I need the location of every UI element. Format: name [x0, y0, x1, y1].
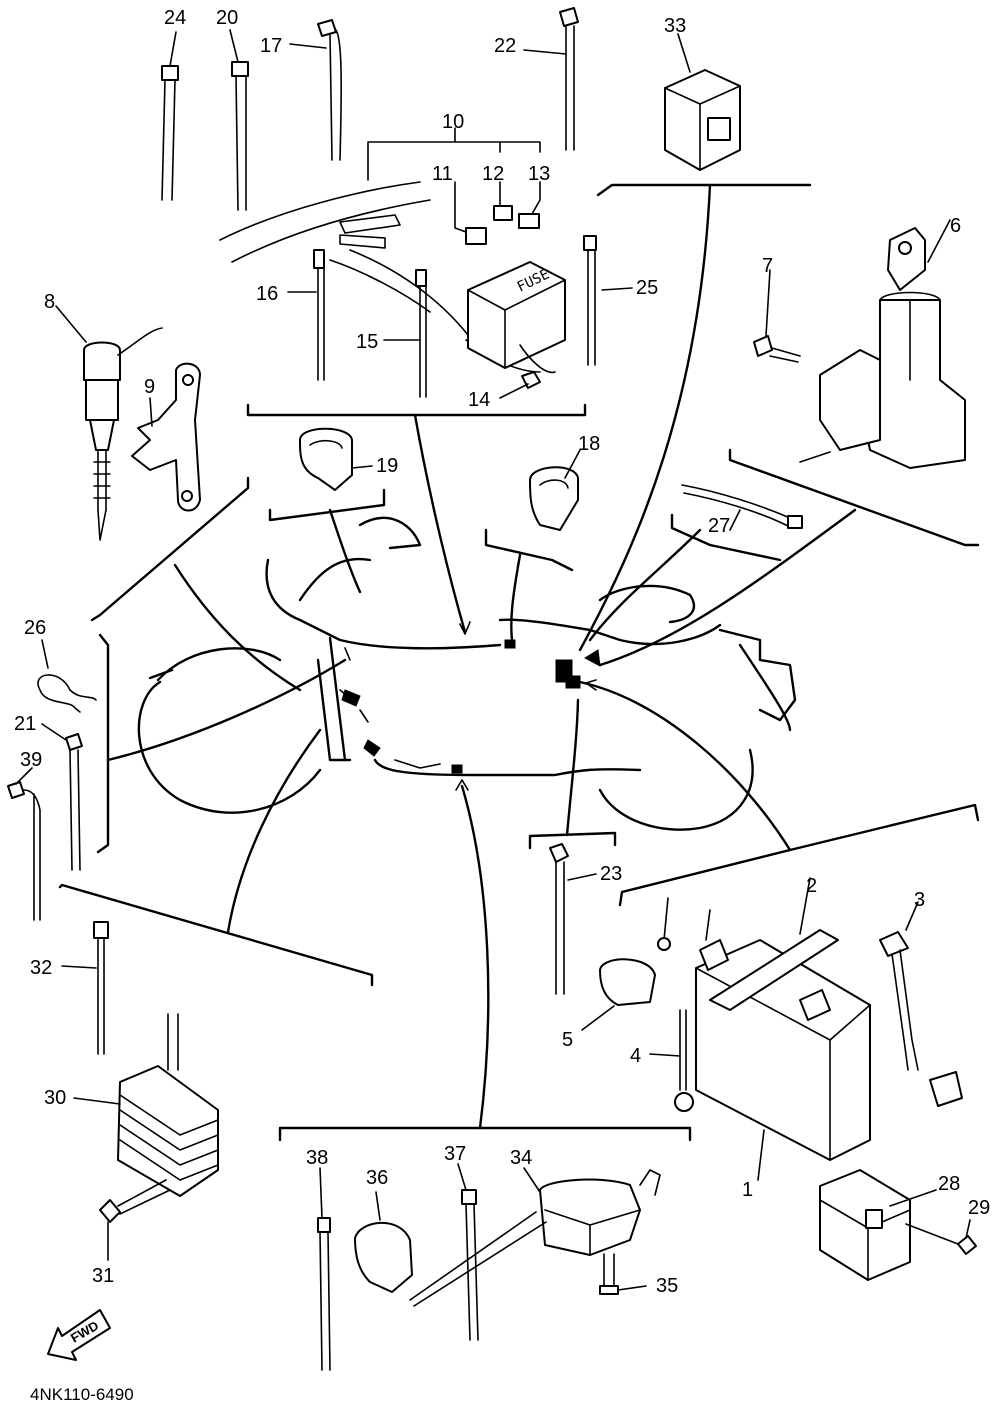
starter-relay-28: [819, 1169, 977, 1281]
forward-direction-arrow: FWD: [47, 1309, 111, 1361]
part-number: 18: [578, 433, 600, 455]
part-number: 23: [600, 863, 622, 885]
diagram-code: 4NK110-6490: [30, 1385, 134, 1404]
part-number: 14: [468, 389, 490, 411]
part-number: 35: [656, 1275, 678, 1297]
part-number: 6: [950, 215, 961, 237]
motorcycle-outline: [137, 516, 797, 831]
part-number: 8: [44, 291, 55, 313]
part-number: 27: [708, 515, 730, 537]
part-number: 38: [306, 1147, 328, 1169]
part-number: 37: [444, 1143, 466, 1165]
part-number: 21: [14, 713, 36, 735]
part-number: 10: [442, 111, 464, 133]
relay-33: [664, 33, 741, 171]
tie-23: [549, 843, 597, 995]
part-number: 33: [664, 15, 686, 37]
part-number: 28: [938, 1173, 960, 1195]
part-number: 7: [762, 255, 773, 277]
part-number: 9: [144, 376, 155, 398]
bottom-parts-group: [317, 1163, 661, 1371]
part-number: 2: [806, 875, 817, 897]
part-number: 34: [510, 1147, 532, 1169]
part-number: 12: [482, 163, 504, 185]
main-switch-6: [753, 219, 966, 469]
group-brackets: [58, 183, 980, 1142]
part-number: 5: [562, 1029, 573, 1051]
part-number: 29: [968, 1197, 990, 1219]
part-number: 25: [636, 277, 658, 299]
part-number: 30: [44, 1087, 66, 1109]
part-number: 22: [494, 35, 516, 57]
part-number: 36: [366, 1167, 388, 1189]
part-number: 26: [24, 617, 46, 639]
clips-26-21-39: [7, 639, 97, 921]
part-number: 4: [630, 1045, 641, 1067]
part-number: 31: [92, 1265, 114, 1287]
switch-8-bracket-9: [55, 305, 201, 541]
part-number: 19: [376, 455, 398, 477]
part-number: 15: [356, 331, 378, 353]
part-number: 17: [260, 35, 282, 57]
part-number: 32: [30, 957, 52, 979]
part-number: 3: [914, 889, 925, 911]
fuse-leaders: [287, 127, 633, 399]
part-number: 24: [164, 7, 186, 29]
clamps-18-19: [299, 427, 581, 531]
regulator-30: [61, 921, 219, 1261]
part-number: 1: [742, 1179, 753, 1201]
part-number: 20: [216, 7, 238, 29]
cable-27: [681, 484, 803, 531]
cable-ties-top: [161, 7, 579, 211]
battery-assembly: [581, 877, 963, 1181]
part-number-labels: 1 2 3 4 5 6 7 8 9 10 11 12 13 14 15 16 1…: [14, 7, 990, 1297]
part-number: 11: [432, 163, 453, 185]
part-number: 39: [20, 749, 42, 771]
part-number: 13: [528, 163, 550, 185]
fuse-box-assembly: FUSE: [219, 181, 597, 398]
part-number: 16: [256, 283, 278, 305]
